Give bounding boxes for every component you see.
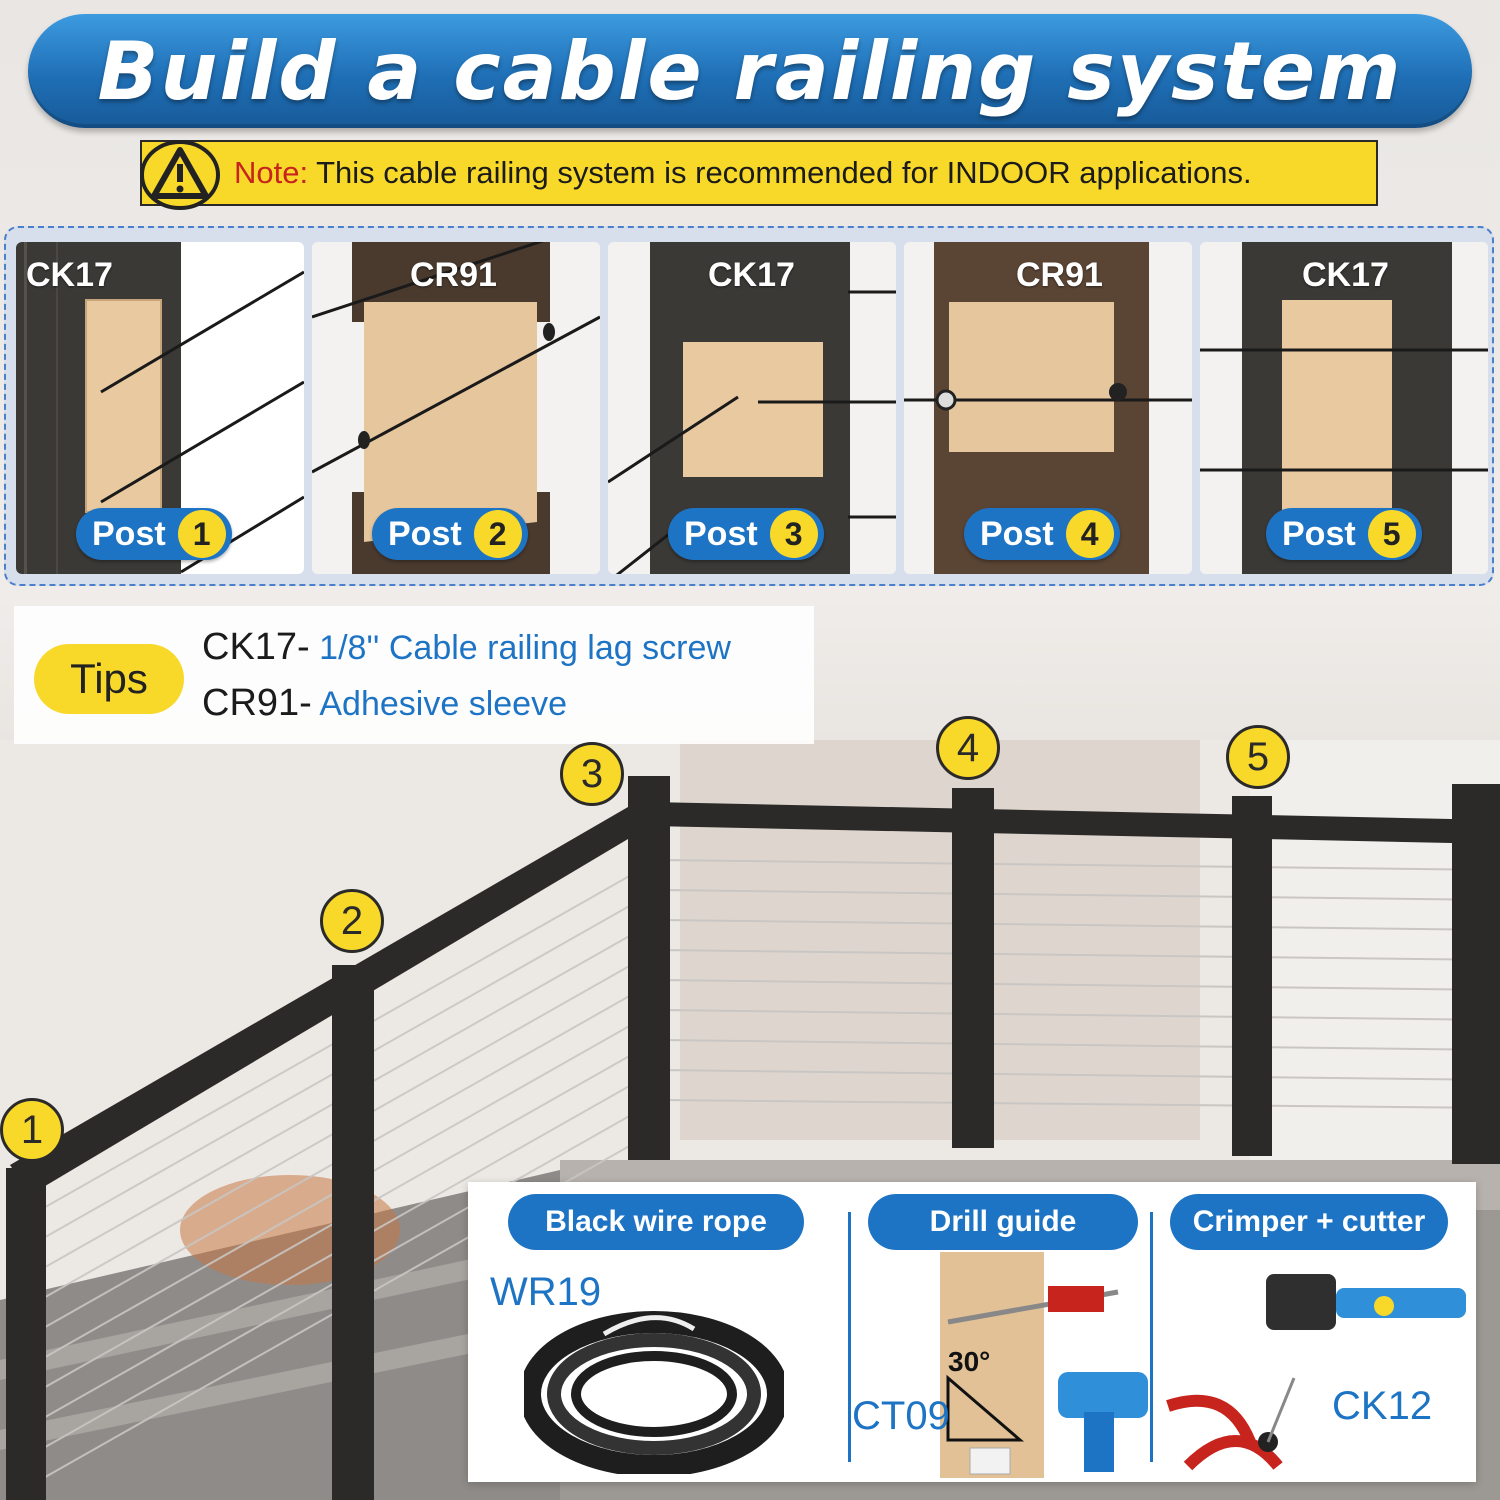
- tip-cr91: CR91- Adhesive sleeve: [202, 682, 567, 725]
- warning-icon: [140, 140, 220, 210]
- post-panel-1: CK17 Post 1: [16, 242, 304, 574]
- page-title: Build a cable railing system: [97, 24, 1403, 118]
- post-3-label: Post 3: [668, 508, 824, 560]
- products-divider-2: [1150, 1212, 1153, 1462]
- tip-ck17-code: CK17-: [202, 626, 310, 668]
- post-1-label: Post 1: [76, 508, 232, 560]
- post-panel-4: CR91 Post 4: [904, 242, 1192, 574]
- scene-marker-2: 2: [320, 889, 384, 953]
- products-box: Black wire rope WR19 Drill guide 30° CT0…: [468, 1182, 1476, 1482]
- post-panel-5: CK17 Post 5: [1200, 242, 1488, 574]
- post-3-code: CK17: [708, 256, 795, 294]
- post-1-illustration: [16, 242, 304, 574]
- scene-marker-4: 4: [936, 716, 1000, 780]
- tip-ck17-desc: 1/8'' Cable railing lag screw: [309, 629, 731, 667]
- scene-post-1: [6, 1168, 46, 1500]
- scene-marker-1: 1: [0, 1098, 64, 1162]
- post-panels: CK17 Post 1 CR91 Post 2: [4, 226, 1494, 586]
- post-4-label: Post 4: [964, 508, 1120, 560]
- product-wire-rope-code: WR19: [490, 1270, 602, 1314]
- post-5-number: 5: [1367, 510, 1416, 558]
- drill-guide-icon: [940, 1252, 1148, 1478]
- product-crimper-code: CK12: [1332, 1384, 1433, 1428]
- post-1-number: 1: [177, 510, 226, 558]
- drill-angle-label: 30°: [948, 1346, 991, 1377]
- note-text: This cable railing system is recommended…: [316, 155, 1252, 190]
- post-4-code: CR91: [1016, 256, 1103, 294]
- post-5-code: CK17: [1302, 256, 1389, 294]
- scene-post-3: [628, 776, 670, 1160]
- tip-cr91-code: CR91-: [202, 682, 312, 724]
- scene-post-6: [1452, 784, 1500, 1164]
- product-drill-guide-code: CT09: [852, 1394, 950, 1438]
- crimper-cutter-icon: [1166, 1274, 1466, 1471]
- post-2-number: 2: [473, 510, 522, 558]
- tips-badge: Tips: [34, 644, 184, 714]
- product-drill-guide-title: Drill guide: [868, 1194, 1138, 1250]
- post-4-number: 4: [1065, 510, 1114, 558]
- post-panel-3: CK17 Post 3: [608, 242, 896, 574]
- post-5-label: Post 5: [1266, 508, 1422, 560]
- post-1-code: CK17: [26, 256, 113, 294]
- products-divider-1: [848, 1212, 851, 1462]
- product-crimper-title: Crimper + cutter: [1170, 1194, 1448, 1250]
- post-2-label: Post 2: [372, 508, 528, 560]
- product-wire-rope-title: Black wire rope: [508, 1194, 804, 1250]
- tip-ck17: CK17- 1/8'' Cable railing lag screw: [202, 626, 731, 669]
- post-2-code: CR91: [410, 256, 497, 294]
- scene-marker-3: 3: [560, 742, 624, 806]
- scene-post-2: [332, 965, 374, 1500]
- scene-post-5: [1232, 796, 1272, 1156]
- scene-post-4: [952, 788, 994, 1148]
- scene-marker-5: 5: [1226, 725, 1290, 789]
- tips-box: Tips CK17- 1/8'' Cable railing lag screw…: [14, 606, 814, 744]
- tip-cr91-desc: Adhesive sleeve: [311, 685, 567, 723]
- note-label: Note:: [234, 155, 309, 190]
- post-3-number: 3: [769, 510, 818, 558]
- note-banner: Note: This cable railing system is recom…: [140, 140, 1378, 210]
- title-banner: Build a cable railing system: [28, 14, 1472, 128]
- post-2-illustration: [312, 242, 600, 574]
- post-panel-2: CR91 Post 2: [312, 242, 600, 574]
- wire-rope-coil-icon: [524, 1311, 784, 1474]
